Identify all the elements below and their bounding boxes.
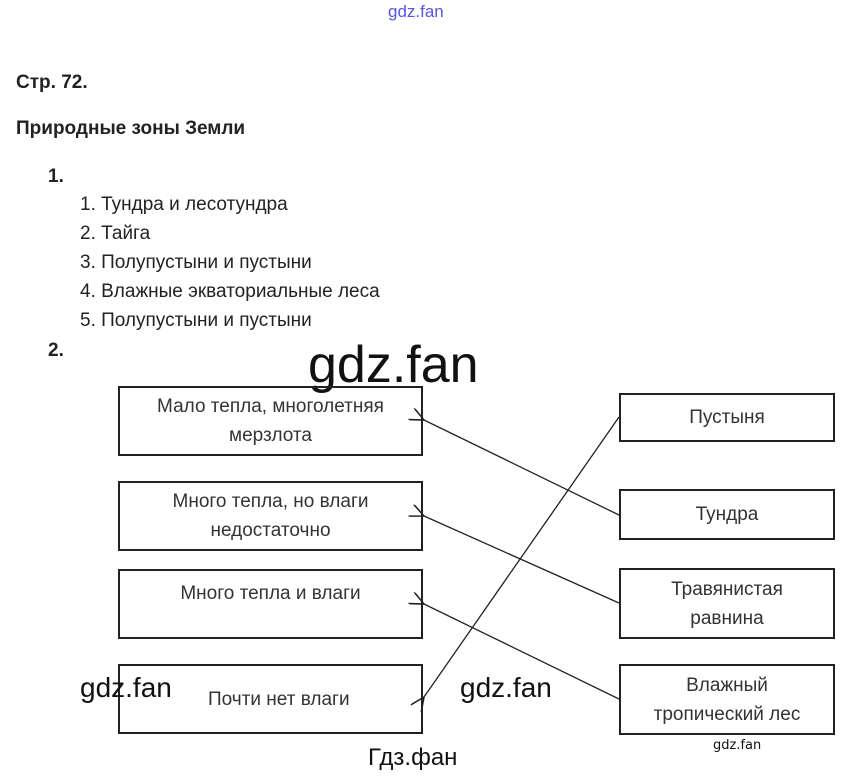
list-item: 2. Тайга	[80, 223, 151, 244]
list-item: 3. Полупустыни и пустыни	[80, 252, 312, 273]
arrow-tundra	[424, 420, 620, 516]
page-label: Стр. 72.	[16, 72, 88, 93]
zone-box-rainforest: Влажный тропический лес	[619, 664, 835, 735]
zone-box-tundra: Тундра	[619, 489, 835, 540]
watermark-mid: gdz.fan	[460, 672, 552, 703]
task1-number: 1.	[48, 166, 64, 187]
condition-box-2: Много тепла, но влаги недостаточно	[118, 481, 423, 551]
arrow-grassland	[424, 516, 620, 604]
zone-box-desert: Пустыня	[619, 393, 835, 442]
watermark-big: gdz.fan	[308, 336, 479, 394]
arrow-rainforest	[424, 604, 620, 700]
page-title: Природные зоны Земли	[16, 118, 246, 139]
list-item: 5. Полупустыни и пустыни	[80, 310, 312, 331]
watermark-left: gdz.fan	[80, 672, 172, 703]
list-item: 4. Влажные экваториальные леса	[80, 281, 380, 302]
zone-box-grassland: Травянистая равнина	[619, 568, 835, 639]
condition-box-4: Почти нет влаги	[118, 664, 423, 734]
condition-box-1: Мало тепла, многолетняя мерзлота	[118, 386, 423, 456]
task2-number: 2.	[48, 340, 64, 361]
watermark-top: gdz.fan	[388, 2, 444, 21]
watermark-small: gdz.fan	[713, 738, 762, 753]
watermark-bottom: Гдз.фан	[368, 744, 458, 771]
condition-box-3: Много тепла и влаги	[118, 569, 423, 639]
list-item: 1. Тундра и лесотундра	[80, 194, 288, 215]
arrow-desert	[424, 416, 620, 697]
